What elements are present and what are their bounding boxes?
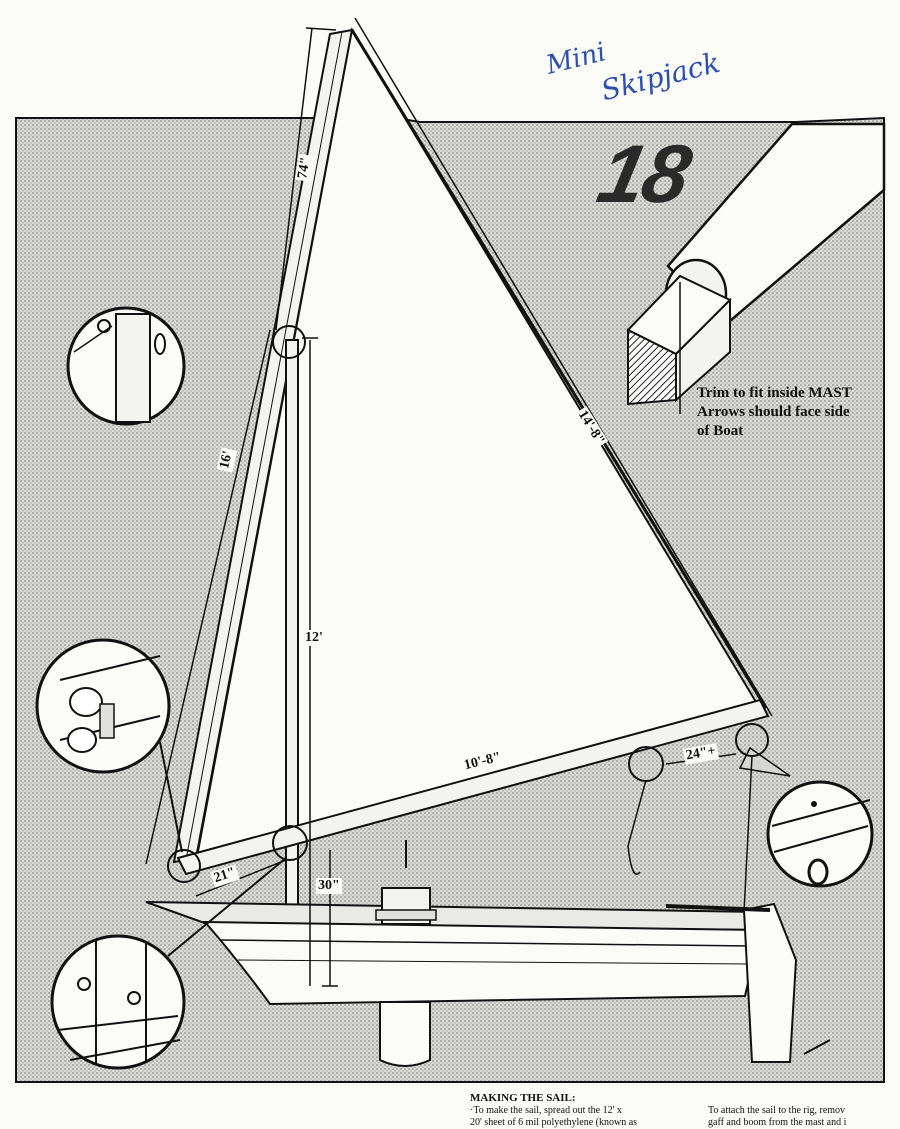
spar-end-detail — [626, 122, 886, 414]
boom-jaw-callout — [272, 825, 308, 861]
trim-note-line2: Arrows should face side — [697, 404, 850, 420]
inset-mast-hook — [50, 934, 186, 1070]
trim-note-line1: Trim to fit inside MAST — [697, 385, 852, 401]
inset-tack-fitting — [35, 638, 171, 774]
callout-leaders — [159, 741, 831, 1055]
caption-col1-line2: 20' sheet of 6 mil polyethylene (known a… — [470, 1117, 638, 1128]
caption-col2-line1: To attach the sail to the rig, remov — [708, 1105, 846, 1116]
trim-note-line3: of Boat — [697, 423, 744, 439]
dim-mast: 12' — [303, 630, 325, 646]
caption-col1-line1: ·To make the sail, spread out the 12' x — [470, 1105, 622, 1116]
caption-col1: ·To make the sail, spread out the 12' x … — [470, 1105, 680, 1129]
mainsheet — [627, 779, 647, 875]
sail-caption: MAKING THE SAIL: ·To make the sail, spre… — [470, 1092, 890, 1128]
tiller — [665, 904, 771, 912]
boom-vang-line — [743, 755, 753, 913]
caption-col2: To attach the sail to the rig, remov gaf… — [708, 1105, 890, 1129]
rudder — [742, 902, 798, 1063]
sail-leech-seam — [350, 29, 768, 709]
hull — [145, 887, 762, 1006]
inset-clew-block — [766, 780, 874, 888]
inset-gaff-hook — [66, 306, 186, 426]
centerboard — [379, 1001, 431, 1067]
gaff-jaw-callout — [272, 325, 306, 359]
dim-mast-base: 30" — [316, 878, 342, 894]
tack-callout — [167, 849, 201, 883]
trim-note: Trim to fit inside MAST Arrows should fa… — [697, 384, 883, 441]
caption-col2-line2: gaff and boom from the mast and i — [708, 1117, 847, 1128]
boom — [176, 698, 770, 876]
caption-heading: MAKING THE SAIL: — [470, 1092, 576, 1104]
